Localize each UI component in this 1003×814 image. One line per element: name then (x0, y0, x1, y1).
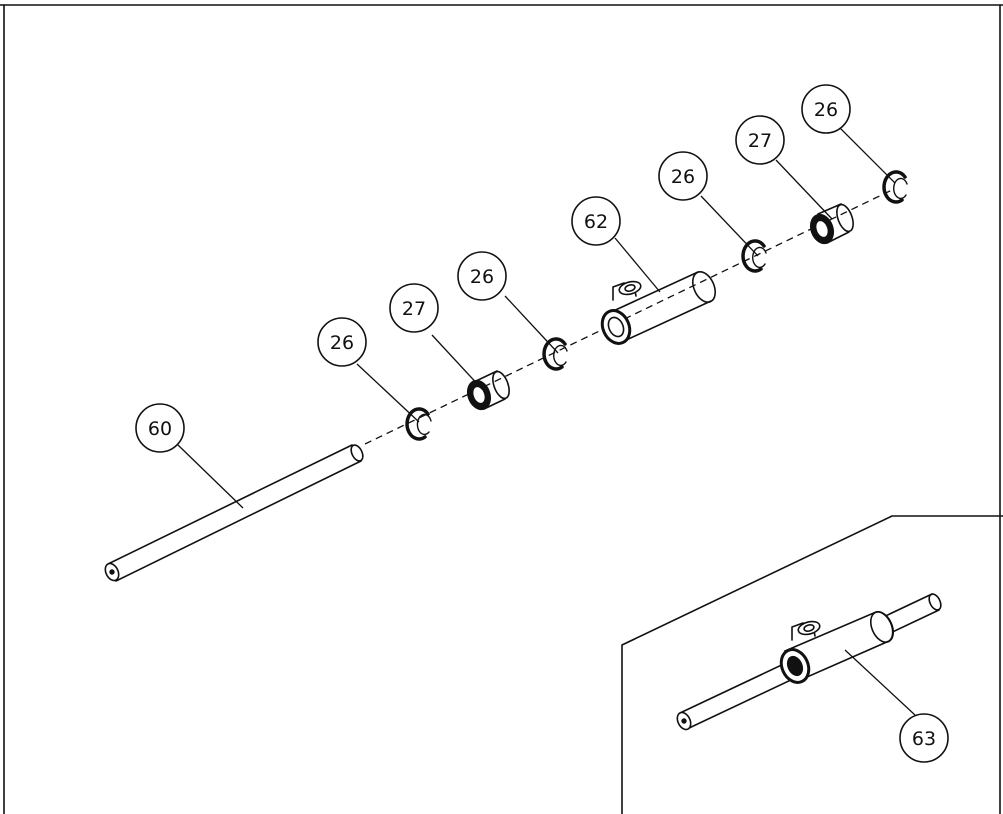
assembled-pivot-part-63 (676, 593, 942, 731)
callout-label: 60 (148, 418, 172, 440)
leader-lines (177, 124, 916, 716)
callout-label: 63 (912, 728, 936, 750)
callout-62: 62 (571, 196, 621, 246)
retaining-ring-26-a (405, 407, 432, 441)
retaining-ring-26-d (882, 170, 908, 204)
callout-27-a: 27 (389, 283, 439, 333)
frame (0, 4, 1003, 814)
callout-60: 60 (135, 403, 185, 453)
retaining-ring-26-b (542, 337, 568, 371)
callout-26-d: 26 (801, 84, 851, 134)
callout-label: 26 (470, 266, 494, 288)
pivot-tube-part-62 (600, 271, 717, 345)
bushing-27-b (809, 203, 854, 245)
callout-label: 26 (814, 99, 838, 121)
callout-63: 63 (899, 713, 949, 763)
detail-inset-frame (621, 515, 1003, 814)
callout-label: 26 (671, 166, 695, 188)
callout-27-b: 27 (735, 115, 785, 165)
callout-label: 27 (748, 130, 772, 152)
assembly-axis (364, 189, 893, 445)
bushing-27-a (466, 370, 510, 411)
callout-26-a: 26 (317, 317, 367, 367)
callout-26-c: 26 (658, 151, 708, 201)
callout-label: 26 (330, 332, 354, 354)
callout-label: 62 (584, 211, 608, 233)
callout-label: 27 (402, 298, 426, 320)
shaft-part-60 (104, 444, 364, 582)
retaining-ring-26-c (741, 239, 767, 273)
callout-26-b: 26 (457, 251, 507, 301)
